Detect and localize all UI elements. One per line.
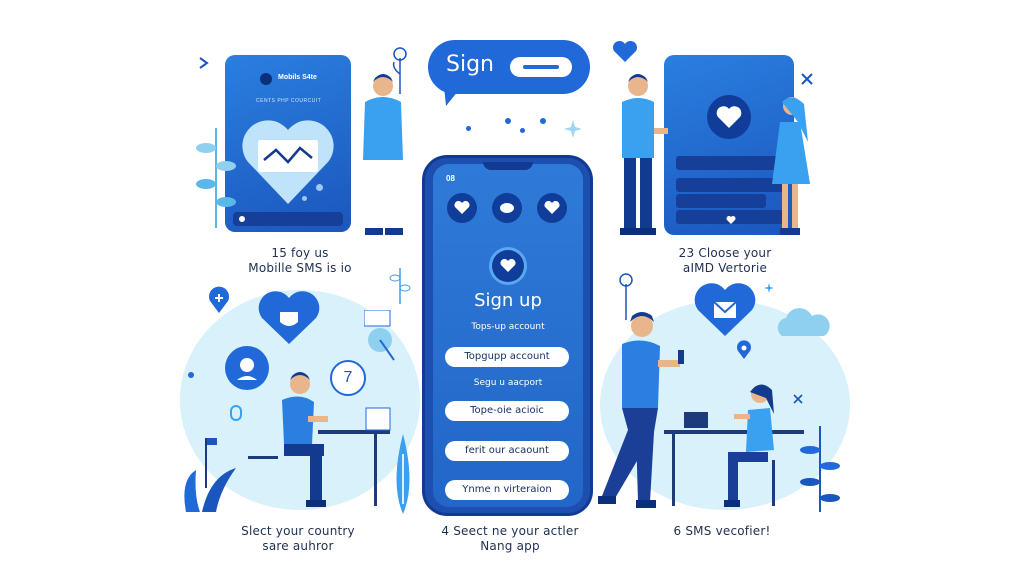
shield-heart-icon xyxy=(258,290,320,351)
form-bar-heart[interactable] xyxy=(676,210,784,224)
smiley-icon xyxy=(225,346,269,395)
location-icon xyxy=(207,286,231,319)
panel-dot xyxy=(302,196,307,201)
field-1-caption: Segu u aacport xyxy=(473,378,543,388)
signup-subtitle: Tops-up account xyxy=(471,322,545,332)
panel-footer-bar[interactable] xyxy=(233,212,343,226)
caption-line: 23 Cloose your xyxy=(678,246,772,260)
leaf-icon xyxy=(800,420,840,517)
close-icon[interactable] xyxy=(800,72,814,91)
dot xyxy=(505,118,511,124)
seated-man-illustration xyxy=(248,372,398,517)
dot xyxy=(520,128,525,133)
plant-illustration xyxy=(363,309,404,375)
caption-top-left: 15 foy us Mobille SMS is io xyxy=(220,246,380,276)
caption-line: Slect your country xyxy=(241,524,355,538)
leaf-icon xyxy=(176,440,246,517)
app-logo-icon xyxy=(492,250,524,282)
caption-bottom-right: 6 SMS vecofier! xyxy=(652,524,792,539)
caption-bottom-left: Slect your country sare auhror xyxy=(228,524,368,554)
heart-icon xyxy=(612,40,638,69)
mail-heart-icon xyxy=(694,282,756,343)
heart-button-2[interactable] xyxy=(537,193,567,223)
panel-nav[interactable]: CENTS PHP COURCUIT xyxy=(256,98,322,104)
heart-icon xyxy=(706,94,752,145)
woman-desk-illustration xyxy=(664,374,808,515)
dark-circle-icon xyxy=(239,216,245,222)
chevron-right-icon[interactable] xyxy=(198,56,210,75)
caption-bottom-center: 4 Seect ne your actler Nang app xyxy=(430,524,590,554)
leaf-icon xyxy=(388,264,412,309)
sign-toggle[interactable] xyxy=(510,57,572,77)
caption-line: aIMD Vertorie xyxy=(682,261,768,275)
form-bar[interactable] xyxy=(676,194,766,208)
bubble-tail xyxy=(440,86,462,111)
caption-line: 6 SMS vecofier! xyxy=(673,524,771,538)
link-icon xyxy=(229,404,243,427)
heart-chat-icon xyxy=(240,112,336,213)
brand-name: Mobils S4te xyxy=(278,74,317,81)
man-standing-illustration xyxy=(355,72,415,242)
heart-button[interactable] xyxy=(447,193,477,223)
close-icon-small xyxy=(792,392,804,410)
caption-line: sare auhror xyxy=(262,539,334,553)
caption-line: 4 Seect ne your actler xyxy=(441,524,579,538)
brand-logo-icon xyxy=(260,73,272,85)
sparkle-icon xyxy=(564,120,582,143)
man-phone-illustration xyxy=(608,72,668,242)
form-bar[interactable] xyxy=(676,156,784,170)
panel-dot xyxy=(316,184,323,191)
signup-title: Sign up xyxy=(474,290,542,311)
badge-number-text: 7 xyxy=(343,369,353,386)
badge-number: 7 xyxy=(330,360,366,396)
dot xyxy=(188,372,194,378)
dot xyxy=(540,118,546,124)
field-2[interactable]: Tope-oie acioic xyxy=(445,401,569,421)
caption-top-right: 23 Cloose your aIMD Vertorie xyxy=(650,246,800,276)
woman-illustration xyxy=(764,92,814,242)
flower-icon xyxy=(616,272,636,325)
chat-button[interactable] xyxy=(492,193,522,223)
leaf-icon xyxy=(196,118,236,233)
sparkle-icon xyxy=(764,280,774,298)
form-bar[interactable] xyxy=(676,178,784,192)
walking-man-illustration xyxy=(592,312,688,517)
flag-icon xyxy=(203,438,219,493)
flower-icon xyxy=(388,44,412,99)
field-1[interactable]: Topgupp account xyxy=(445,347,569,367)
location-icon xyxy=(736,340,752,365)
field-3[interactable]: ferit our acaount xyxy=(445,441,569,461)
phone-notch xyxy=(483,162,533,170)
caption-line: 15 foy us xyxy=(271,246,329,260)
flame-plant-icon xyxy=(390,434,416,519)
field-4[interactable]: Ynme n virteraion xyxy=(445,480,569,500)
caption-line: Nang app xyxy=(480,539,540,553)
caption-line: Mobille SMS is io xyxy=(248,261,352,275)
status-time: 08 xyxy=(446,174,455,183)
dot xyxy=(466,126,471,131)
heart-icon xyxy=(726,212,736,230)
sign-label: Sign xyxy=(446,52,494,77)
cloud-icon xyxy=(772,306,830,343)
